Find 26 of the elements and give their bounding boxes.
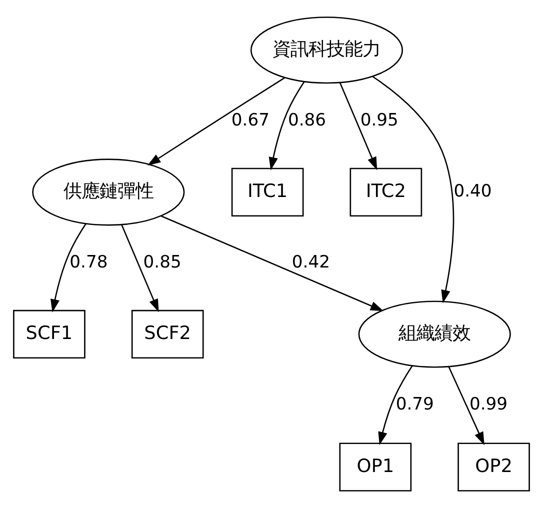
node-box: OP1 — [339, 442, 412, 491]
arrow — [448, 366, 484, 445]
arrow — [50, 222, 86, 312]
node-ellipse: 資訊科技能力 — [250, 16, 404, 84]
edge-label: 0.86 — [288, 110, 326, 130]
arrow — [268, 80, 305, 170]
node-ellipse: 供應鏈彈性 — [32, 158, 185, 226]
arrow — [160, 214, 384, 311]
edge-label: 0.42 — [292, 252, 330, 272]
edge-label: 0.78 — [70, 252, 108, 272]
node-box: OP2 — [458, 442, 530, 491]
node-box: SCF1 — [13, 309, 86, 358]
edge-label: 0.99 — [469, 394, 508, 414]
arrow — [339, 82, 378, 170]
edge-label: 0.85 — [143, 252, 182, 272]
arrow — [372, 76, 454, 303]
node-box: SCF2 — [131, 309, 204, 358]
edge-label: 0.95 — [360, 110, 398, 130]
arrow — [121, 224, 159, 312]
edge-label: 0.67 — [231, 110, 270, 130]
edge-label: 0.40 — [454, 181, 492, 202]
arrow — [378, 365, 413, 445]
arrow — [147, 76, 285, 166]
node-box: ITC1 — [231, 167, 304, 216]
edge-label: 0.79 — [396, 394, 434, 414]
node-box: ITC2 — [350, 167, 422, 216]
